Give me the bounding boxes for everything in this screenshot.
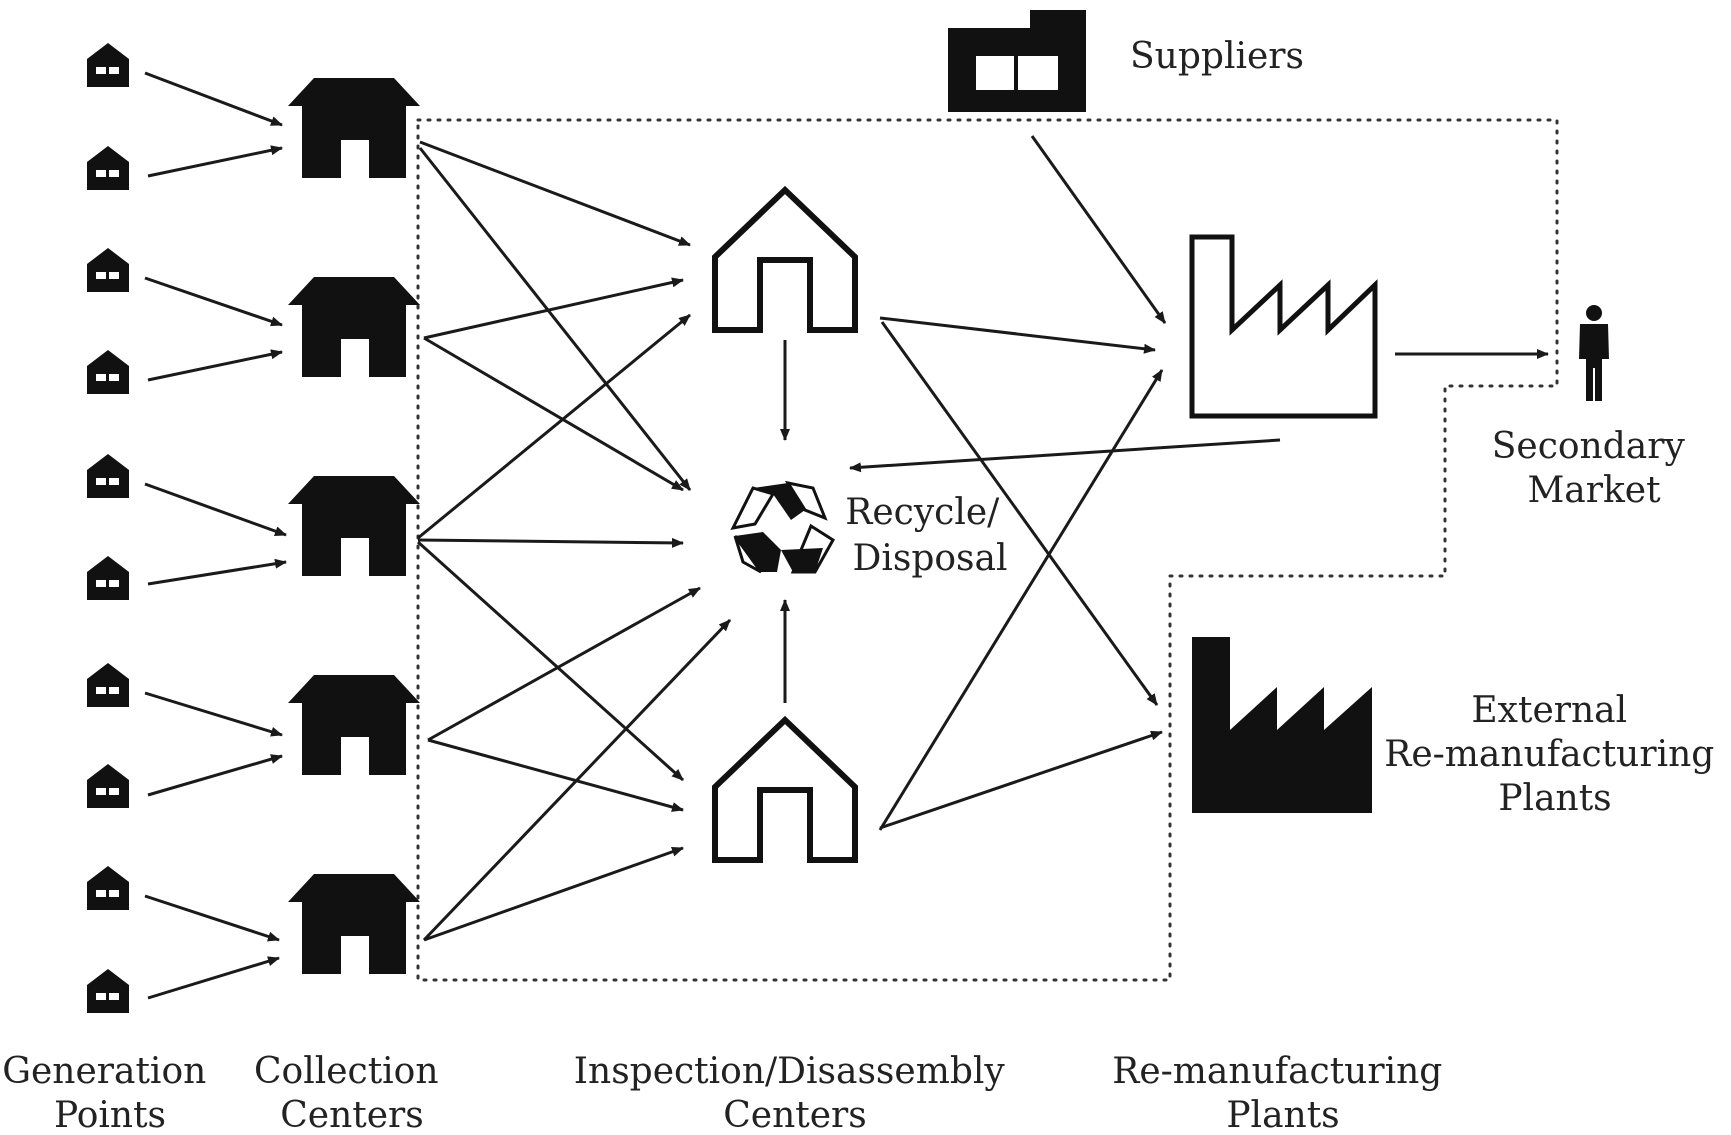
generation-point-icon: [87, 556, 129, 600]
arrows-other: [849, 135, 1549, 473]
inspection-centers-label: Inspection/Disassembly Centers: [574, 1051, 1016, 1135]
suppliers-label: Suppliers: [1130, 36, 1304, 77]
inspection-center-icon: [715, 190, 855, 330]
collection-centers: [288, 78, 420, 974]
collection-center-icon: [288, 78, 420, 178]
remanufacturing-plants-label: Re-manufacturing Plants: [1112, 1051, 1454, 1135]
factory-icon: [1192, 637, 1372, 813]
collection-center-icon: [288, 476, 420, 576]
arrows-collection-to-inspection: [416, 140, 732, 942]
generation-point-icon: [87, 663, 129, 707]
collection-center-icon: [288, 277, 420, 377]
supplier-building-icon: [948, 10, 1086, 112]
generation-point-icon: [87, 248, 129, 292]
inspection-center-icon: [715, 720, 855, 860]
factory-outline-icon: [1189, 234, 1378, 419]
external-plants-label: External Re-manufacturing Plants: [1384, 690, 1726, 819]
generation-points: [87, 43, 129, 1013]
generation-point-icon: [87, 350, 129, 394]
generation-points-label: Generation Points: [2, 1051, 218, 1135]
collection-center-icon: [288, 874, 420, 974]
generation-point-icon: [87, 764, 129, 808]
generation-point-icon: [87, 454, 129, 498]
generation-point-icon: [87, 146, 129, 190]
collection-center-icon: [288, 675, 420, 775]
person-icon: [1579, 305, 1609, 401]
collection-centers-label: Collection Centers: [254, 1051, 450, 1135]
recycle-disposal-label: Recycle/ Disposal: [845, 492, 1010, 579]
generation-point-icon: [87, 969, 129, 1013]
recycle-icon: [730, 480, 836, 574]
generation-point-icon: [87, 866, 129, 910]
arrows-generation-to-collection: [144, 71, 287, 1000]
generation-point-icon: [87, 43, 129, 87]
arrows-inspection-to-plants: [780, 316, 1164, 831]
secondary-market-label: Secondary Market: [1492, 426, 1697, 511]
